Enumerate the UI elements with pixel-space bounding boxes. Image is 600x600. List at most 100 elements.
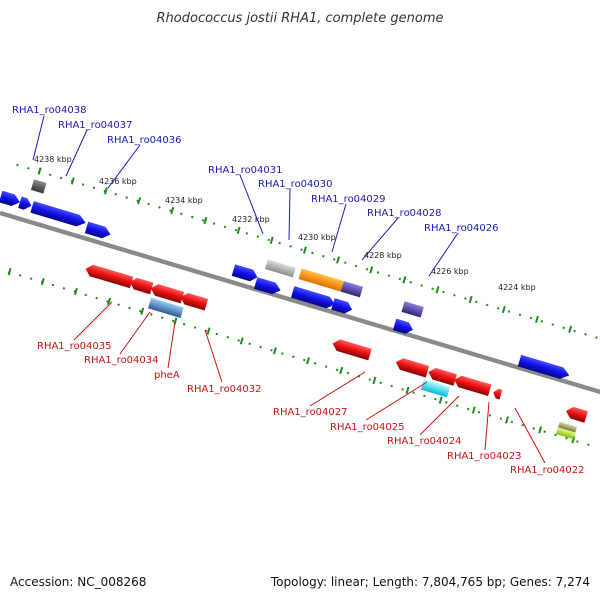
- gene-ro04026[interactable]: [401, 301, 424, 318]
- scale-tick: [206, 327, 211, 335]
- gene-label-ro04036[interactable]: RHA1_ro04036: [107, 135, 182, 146]
- strand-dot: [322, 254, 325, 258]
- scale-tick: [568, 325, 573, 333]
- gene-reverse[interactable]: [453, 374, 492, 397]
- strand-dot: [267, 238, 270, 242]
- strand-dot: [114, 193, 118, 196]
- forward-labels: RHA1_ro04038 RHA1_ro04037 RHA1_ro04036 R…: [12, 105, 499, 234]
- strand-dot: [259, 345, 262, 349]
- scale-tick: [107, 297, 112, 305]
- strand-dot: [256, 235, 260, 238]
- strand-dot: [390, 384, 393, 388]
- strand-dot: [587, 443, 590, 446]
- gene-label-ro04031[interactable]: RHA1_ro04031: [208, 165, 283, 176]
- strand-dot: [139, 309, 142, 313]
- gene-forward[interactable]: [290, 286, 337, 310]
- gene-forward-ro04037[interactable]: [30, 201, 87, 228]
- forward-leader-lines: [32, 115, 459, 277]
- scale-tick: [140, 307, 145, 315]
- strand-dot: [226, 336, 230, 339]
- reverse-strand-dots: [8, 270, 590, 446]
- strand-dot: [420, 284, 423, 287]
- gene-forward[interactable]: [331, 298, 354, 315]
- gene-forward[interactable]: [0, 190, 22, 208]
- strand-dot: [368, 378, 372, 381]
- gene-label-ro04026[interactable]: RHA1_ro04026: [424, 223, 499, 234]
- strand-dot: [150, 313, 153, 316]
- gene-label-ro04037[interactable]: RHA1_ro04037: [58, 120, 133, 131]
- scale-tick: [339, 366, 344, 375]
- gene-ro04034[interactable]: [128, 276, 154, 295]
- gene-ro04028[interactable]: [392, 318, 415, 336]
- scale-tick: [203, 216, 208, 225]
- strand-dot: [62, 287, 66, 290]
- strand-dot: [125, 196, 128, 199]
- gene-label-ro04027[interactable]: RHA1_ro04027: [273, 407, 348, 418]
- gene-forward[interactable]: [231, 264, 259, 283]
- gene-ro04022[interactable]: [492, 388, 503, 400]
- gene-ro04023[interactable]: [427, 366, 457, 386]
- gene-label-ro04030[interactable]: RHA1_ro04030: [258, 179, 333, 190]
- strand-dot: [423, 394, 426, 398]
- scale-ticks: [37, 167, 573, 333]
- gene-ro04032[interactable]: [179, 291, 209, 311]
- gene-label-ro04034[interactable]: RHA1_ro04034: [84, 355, 159, 366]
- gene-reverse[interactable]: [149, 282, 185, 304]
- gene-ro04038[interactable]: [30, 179, 47, 194]
- strand-dot: [51, 283, 55, 287]
- forward-strand-dots: [16, 163, 598, 339]
- gene-forward[interactable]: [253, 277, 282, 296]
- strand-dot: [223, 225, 227, 229]
- scale-label: 4232 kbp: [232, 215, 270, 224]
- strand-dot: [477, 410, 481, 414]
- strand-dot: [335, 368, 339, 372]
- gene-label-ro04038[interactable]: RHA1_ro04038: [12, 105, 87, 116]
- strand-dot: [300, 248, 303, 251]
- gene-ro04029[interactable]: [340, 281, 364, 298]
- page-title: Rhodococcus jostii RHA1, complete genome: [157, 11, 444, 26]
- gene-reverse[interactable]: [564, 405, 588, 423]
- gene-feature[interactable]: [558, 421, 577, 433]
- gene-ro04027[interactable]: [331, 338, 372, 361]
- gene-forward[interactable]: [517, 354, 571, 381]
- gene-label-ro04024[interactable]: RHA1_ro04024: [387, 436, 462, 447]
- gene-feature[interactable]: [556, 427, 576, 440]
- gene-phea[interactable]: [147, 297, 184, 318]
- gene-ro04030[interactable]: [298, 268, 344, 292]
- gene-label-ro04035[interactable]: RHA1_ro04035: [37, 341, 112, 352]
- strand-dot: [303, 358, 306, 362]
- gene-label-ro04029[interactable]: RHA1_ro04029: [311, 194, 386, 205]
- gene-ro04035[interactable]: [84, 263, 134, 289]
- strand-dot: [584, 333, 587, 336]
- strand-dot: [346, 371, 350, 375]
- gene-label-phea[interactable]: pheA: [154, 370, 180, 381]
- gene-ro04025[interactable]: [394, 357, 430, 378]
- gene-label-ro04032[interactable]: RHA1_ro04032: [187, 384, 262, 395]
- scale-ticks-reverse: [7, 268, 576, 444]
- strand-dot: [311, 251, 314, 255]
- strand-dot: [510, 420, 514, 424]
- strand-dot: [169, 209, 172, 212]
- gene-forward[interactable]: [18, 196, 33, 211]
- gene-ro04031[interactable]: [265, 259, 296, 278]
- gene-label-ro04023[interactable]: RHA1_ro04023: [447, 451, 522, 462]
- strand-dot: [59, 176, 63, 180]
- scale-tick: [239, 337, 244, 345]
- strand-dot: [354, 264, 358, 268]
- scale-tick: [70, 177, 75, 185]
- strand-dot: [158, 206, 161, 209]
- gene-forward-ro04036[interactable]: [84, 221, 112, 241]
- strand-dot: [562, 326, 565, 330]
- gene-label-ro04028[interactable]: RHA1_ro04028: [367, 208, 442, 219]
- strand-dot: [453, 294, 456, 297]
- scale-labels: 4238 kbp 4236 kbp 4234 kbp 4232 kbp 4230…: [34, 155, 536, 292]
- scale-tick: [272, 347, 277, 355]
- strand-dot: [27, 166, 30, 170]
- strand-dot: [529, 316, 533, 320]
- gene-label-ro04022[interactable]: RHA1_ro04022: [510, 465, 585, 476]
- gene-ro04024[interactable]: [421, 379, 451, 398]
- strand-dot: [398, 277, 402, 281]
- strand-dot: [496, 307, 500, 310]
- strand-dot: [201, 219, 205, 222]
- gene-label-ro04025[interactable]: RHA1_ro04025: [330, 422, 405, 433]
